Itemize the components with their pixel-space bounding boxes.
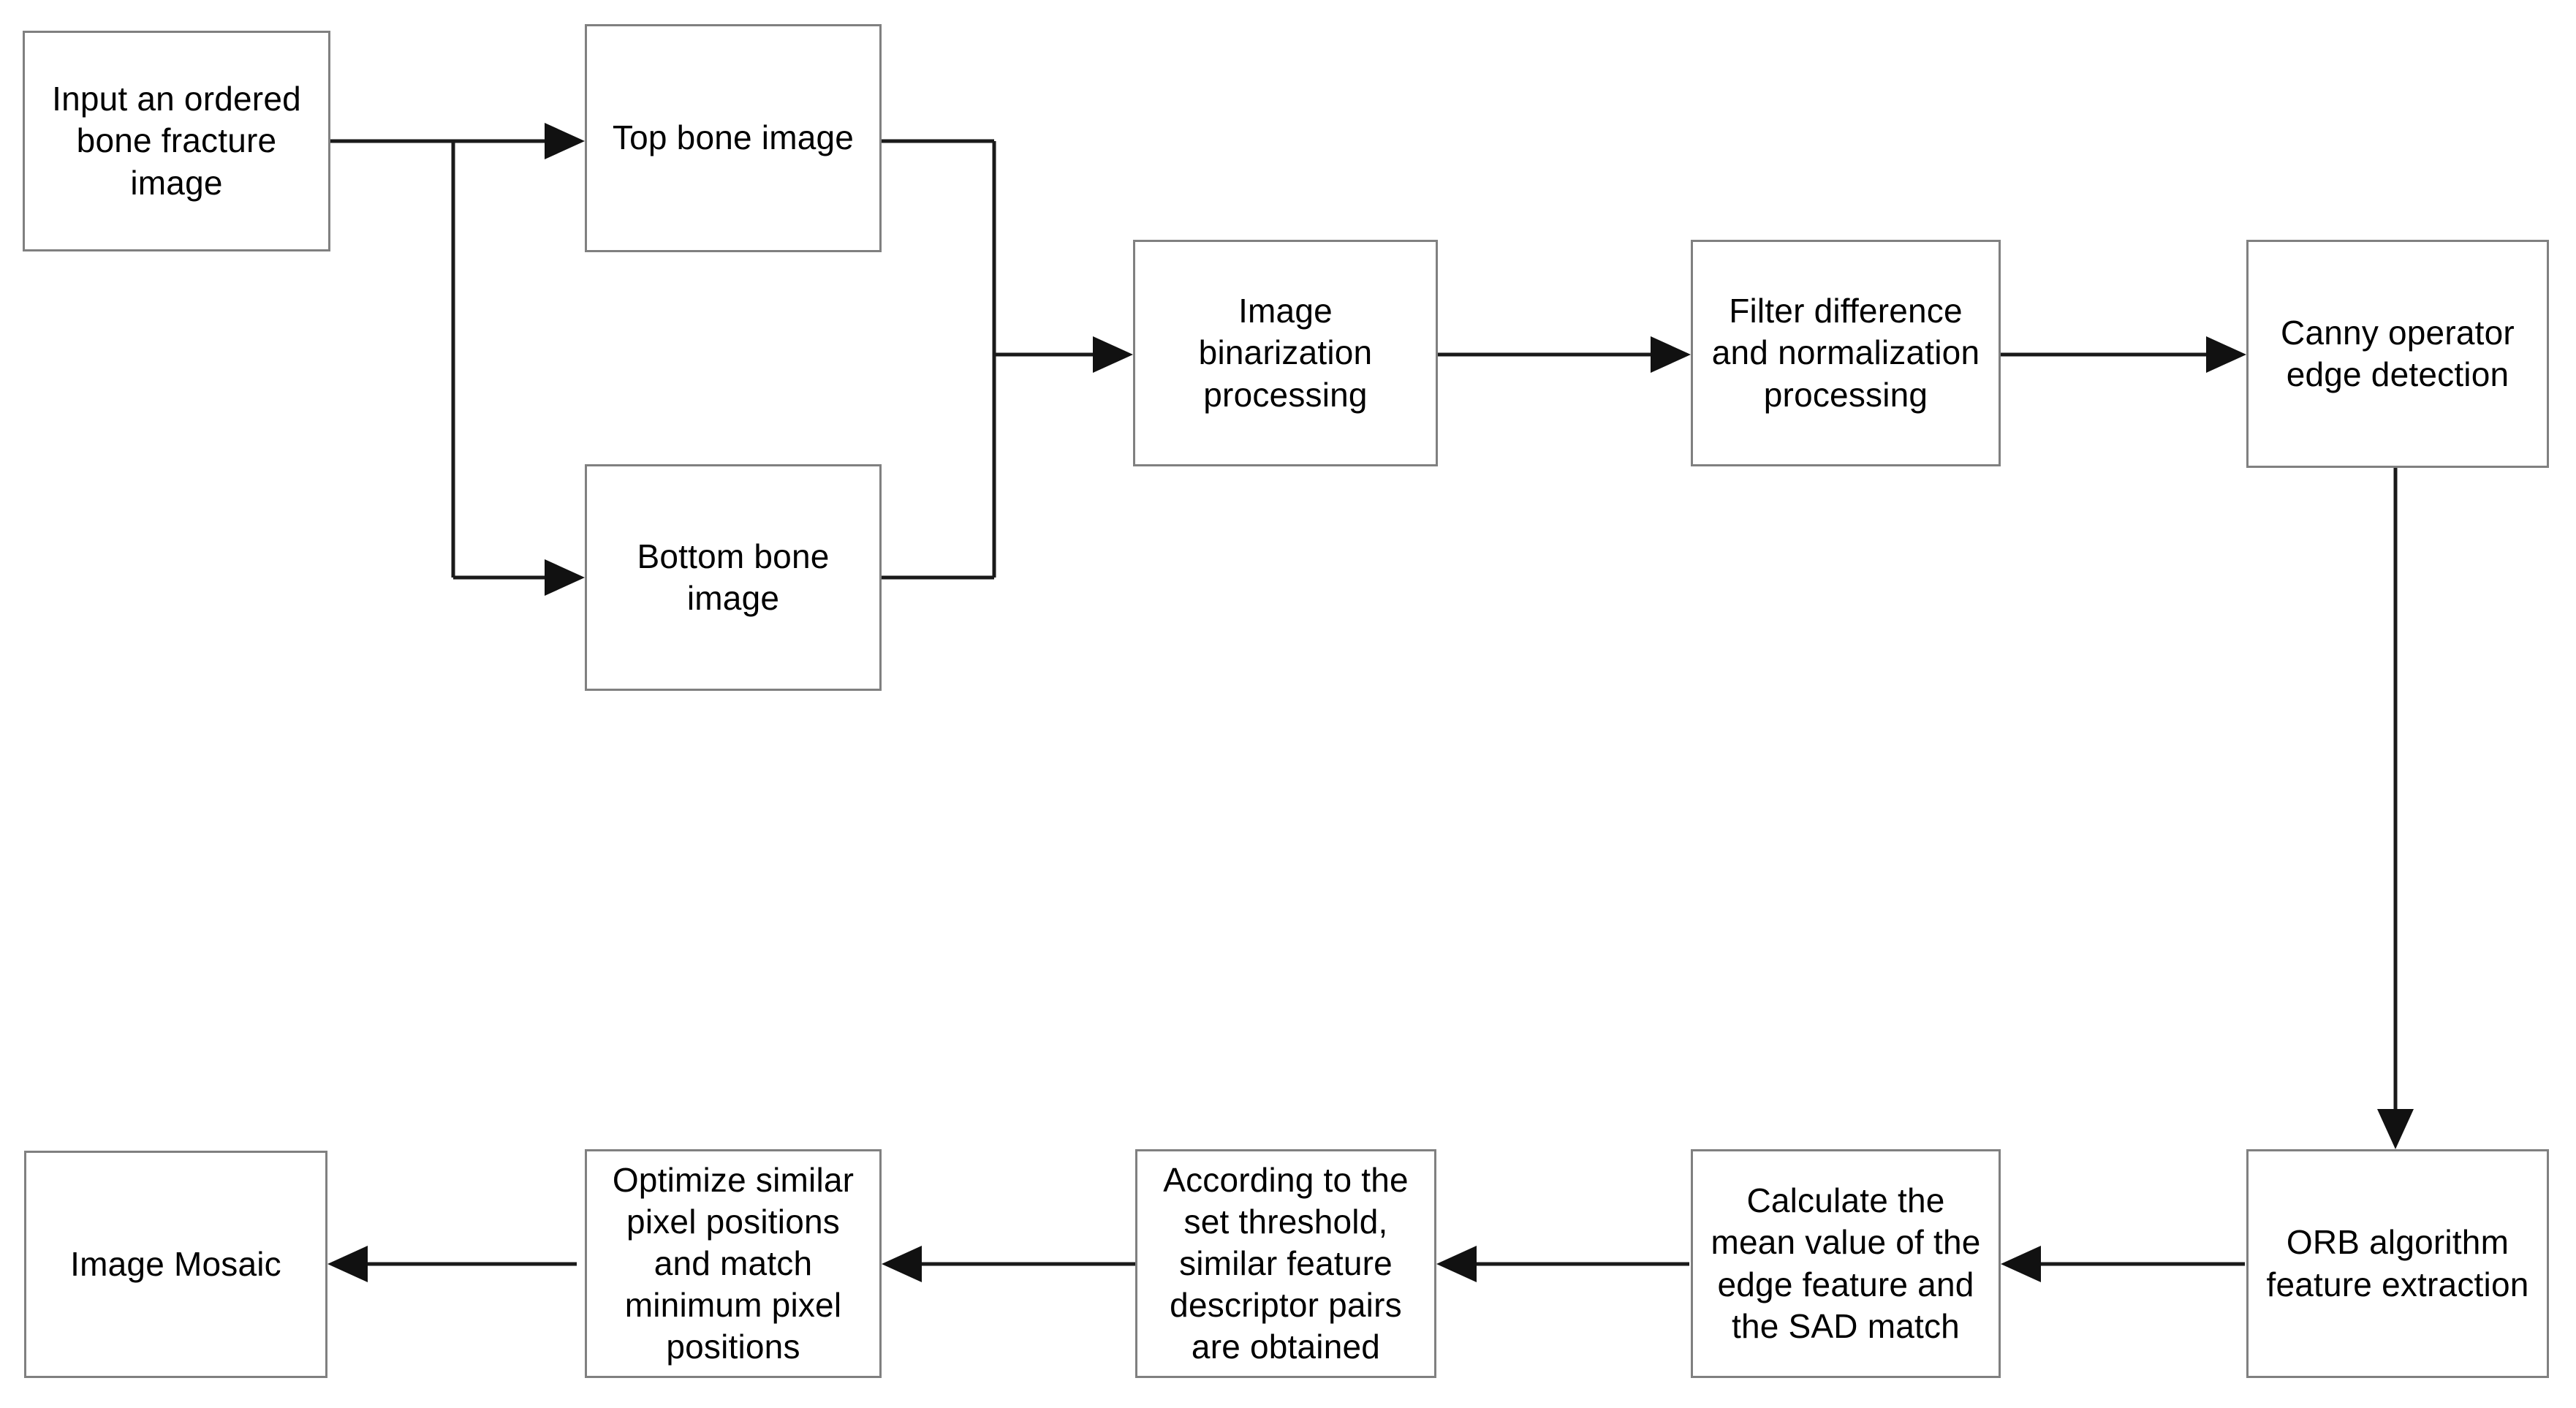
connector-input-to-split bbox=[330, 139, 455, 578]
node-image-binarization-label: Image binarization processing bbox=[1198, 292, 1373, 414]
node-bottom-bone-image[interactable]: Bottom bone image bbox=[585, 464, 882, 691]
connector-split-to-bottom-bone bbox=[453, 559, 585, 596]
connector-threshold-to-optimize bbox=[882, 1246, 1135, 1282]
node-calculate-mean-sad[interactable]: Calculate the mean value of the edge fea… bbox=[1691, 1149, 2001, 1378]
node-canny-edge-detection-label: Canny operator edge detection bbox=[2281, 313, 2515, 393]
node-image-binarization[interactable]: Image binarization processing bbox=[1133, 240, 1438, 466]
connector-calculate-to-threshold bbox=[1436, 1246, 1689, 1282]
node-filter-normalization[interactable]: Filter difference and normalization proc… bbox=[1691, 240, 2001, 466]
node-calculate-mean-sad-label: Calculate the mean value of the edge fea… bbox=[1711, 1181, 1981, 1345]
node-optimize-pixel-positions-label: Optimize similar pixel positions and mat… bbox=[612, 1160, 855, 1366]
node-canny-edge-detection[interactable]: Canny operator edge detection bbox=[2246, 240, 2549, 468]
connector-binarization-to-filter bbox=[1438, 336, 1691, 373]
node-bottom-bone-image-label: Bottom bone image bbox=[637, 537, 830, 617]
node-top-bone-image[interactable]: Top bone image bbox=[585, 24, 882, 252]
connector-top-bone-to-merge bbox=[882, 139, 996, 578]
node-input-image-label: Input an ordered bone fracture image bbox=[52, 80, 301, 202]
node-image-mosaic[interactable]: Image Mosaic bbox=[24, 1151, 327, 1378]
connector-orb-to-calculate bbox=[2001, 1246, 2245, 1282]
connector-canny-to-orb bbox=[2377, 468, 2414, 1149]
node-optimize-pixel-positions[interactable]: Optimize similar pixel positions and mat… bbox=[585, 1149, 882, 1378]
connector-merge-to-binarization bbox=[994, 336, 1133, 373]
connector-filter-to-canny bbox=[2001, 336, 2246, 373]
node-top-bone-image-label: Top bone image bbox=[612, 118, 855, 157]
node-image-mosaic-label: Image Mosaic bbox=[70, 1244, 281, 1283]
node-orb-feature-extraction[interactable]: ORB algorithm feature extraction bbox=[2246, 1149, 2549, 1378]
node-threshold-descriptor-pairs-label: According to the set threshold, similar … bbox=[1163, 1160, 1409, 1366]
connector-split-to-top-bone bbox=[453, 123, 585, 159]
node-input-image[interactable]: Input an ordered bone fracture image bbox=[23, 31, 330, 251]
node-filter-normalization-label: Filter difference and normalization proc… bbox=[1711, 292, 1980, 414]
connector-optimize-to-mosaic bbox=[327, 1246, 577, 1282]
node-orb-feature-extraction-label: ORB algorithm feature extraction bbox=[2266, 1223, 2529, 1303]
node-threshold-descriptor-pairs[interactable]: According to the set threshold, similar … bbox=[1135, 1149, 1436, 1378]
